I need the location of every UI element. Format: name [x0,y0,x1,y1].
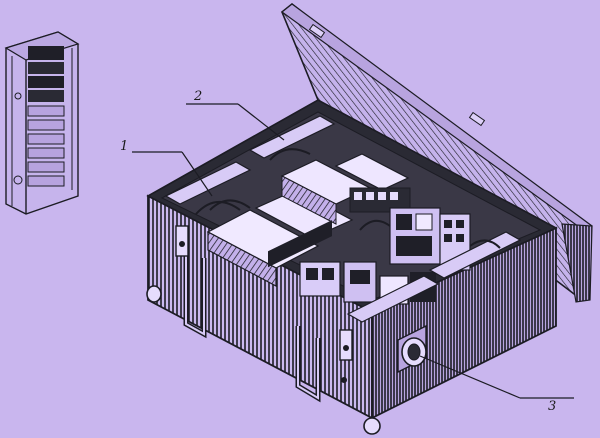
callout-1: 1 [120,139,213,197]
equipment-case [146,99,558,420]
callout-2-label: 2 [193,89,202,104]
latches [175,225,353,383]
callout-2: 2 [186,89,285,141]
relay-units [164,115,522,323]
callout-1-label: 1 [120,139,128,154]
feet [146,285,381,435]
cabinet-rack [4,31,80,215]
callout-3: 3 [419,355,574,414]
callout-3-label: 3 [548,399,556,414]
carry-handles [183,248,321,403]
